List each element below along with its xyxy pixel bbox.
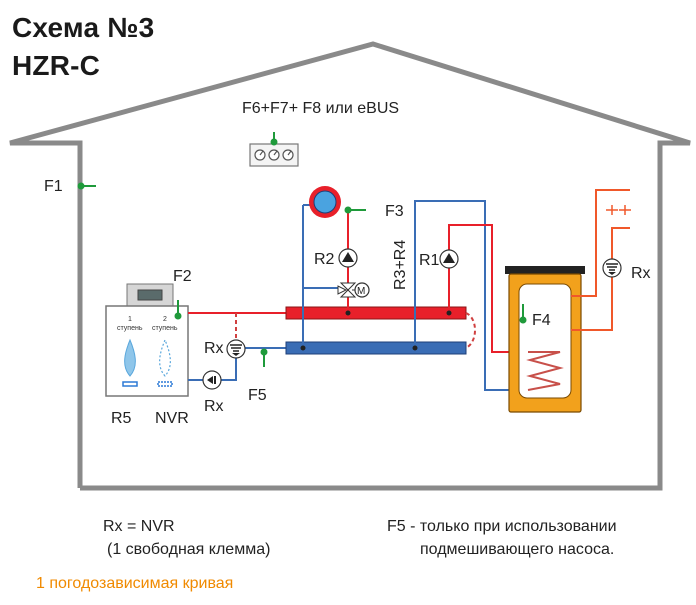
f5-note-line1: F5 - только при использовании <box>387 518 617 535</box>
boiler-icon <box>105 283 189 397</box>
tank-icon <box>505 266 585 413</box>
stage1-word: ступень <box>117 325 143 332</box>
f1-label: F1 <box>44 178 63 195</box>
r2-pump-icon <box>338 248 358 268</box>
f2-label: F2 <box>173 268 192 285</box>
controller-icon <box>249 143 299 167</box>
mixing-valve-icon <box>337 282 370 298</box>
f5-label: F5 <box>248 387 267 404</box>
stage2-word: ступень <box>152 325 178 332</box>
rx-nvr-note: Rx = NVR <box>103 518 175 535</box>
stage1-number: 1 <box>128 316 132 323</box>
curve-note: 1 погодозависимая кривая <box>36 575 234 592</box>
controller-label: F6+F7+ F8 или eBUS <box>242 100 399 117</box>
radiator-icon <box>309 186 341 218</box>
flame-icon <box>124 338 136 377</box>
house-outline <box>9 41 691 491</box>
r1-label: R1 <box>419 252 440 269</box>
f5-note-line2: подмешивающего насоса. <box>420 541 615 558</box>
f3-sensor-dot <box>344 206 352 214</box>
rx-mid-pump-icon <box>226 339 246 359</box>
r2-label: R2 <box>314 251 335 268</box>
f4-sensor-dot <box>519 316 527 324</box>
r5-label: R5 <box>111 410 132 427</box>
f5-sensor-dot <box>260 348 268 356</box>
f4-label: F4 <box>532 312 551 329</box>
pump-icon <box>202 370 222 390</box>
motor-label: M <box>357 286 365 297</box>
rx-top-pump-icon <box>602 258 622 278</box>
f2-sensor-dot <box>174 312 182 320</box>
rx-top-label: Rx <box>631 265 651 282</box>
cold-header-bar <box>285 341 467 355</box>
flame-stage2-icon <box>159 338 171 377</box>
page-title: Схема №3 <box>12 12 155 43</box>
r1-pump-icon <box>439 249 459 269</box>
rx-bottom-label: Rx <box>204 398 224 415</box>
sensor-dot-icon <box>270 132 278 146</box>
hot-header-bar <box>285 306 467 320</box>
f1-sensor-dot <box>77 182 85 190</box>
free-terminal-note: (1 свободная клемма) <box>107 541 271 558</box>
r3r4-label: R3+R4 <box>392 240 409 290</box>
page-subtitle: HZR-C <box>12 50 101 81</box>
f3-label: F3 <box>385 203 404 220</box>
stage2-number: 2 <box>163 316 167 323</box>
rx-mid-label: Rx <box>204 340 224 357</box>
nvr-label: NVR <box>155 410 189 427</box>
